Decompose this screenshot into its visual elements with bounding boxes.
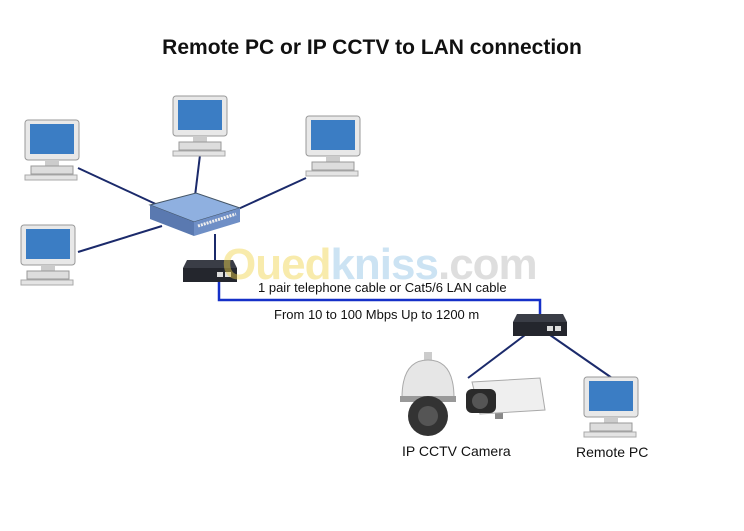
diagram-title: Remote PC or IP CCTV to LAN connection: [162, 36, 582, 59]
remote-pc-icon: [583, 376, 639, 438]
cable-label: 1 pair telephone cable or Cat5/6 LAN cab…: [258, 280, 507, 295]
pc-icon: [172, 95, 228, 157]
remote-pc-label: Remote PC: [576, 444, 649, 460]
pc-icon: [305, 115, 361, 177]
speed-label: From 10 to 100 Mbps Up to 1200 m: [274, 307, 480, 322]
camera-label: IP CCTV Camera: [402, 443, 511, 459]
watermark-part: .com: [437, 240, 538, 289]
pc-icon: [24, 119, 80, 181]
dome-camera-icon: [400, 352, 456, 436]
pc-icon: [20, 224, 76, 286]
bullet-camera-icon: [466, 377, 546, 419]
watermark-part: kniss: [330, 240, 439, 289]
ethernet-extender-icon: [513, 314, 567, 336]
network-switch-icon: [148, 192, 242, 236]
watermark-part: Oued: [222, 240, 331, 289]
lan-cables: [77, 154, 613, 379]
long-distance-cable: [217, 282, 542, 316]
watermark: Ouedkniss.com: [222, 240, 538, 290]
